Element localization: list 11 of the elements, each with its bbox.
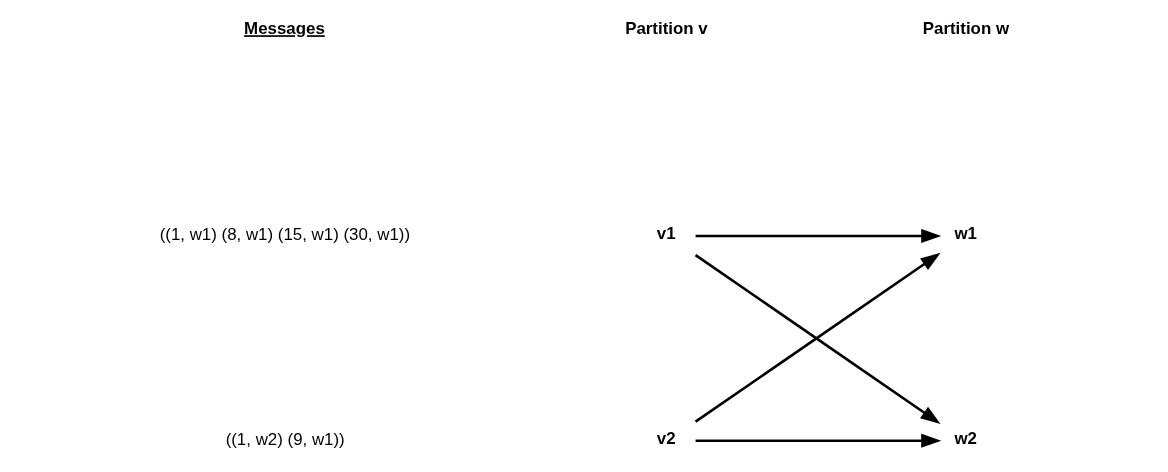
label: Partition v [624,19,708,39]
label: ((1, w1) (8, w1) (15, w1) (30, w1)) [159,225,410,245]
node-text: v1 [656,223,676,243]
node-text: w1 [953,223,977,243]
arrow [695,433,941,448]
label: ((1, w2) (9, w1)) [225,429,345,449]
label: Messages [243,19,325,39]
arrow [695,228,941,244]
label: Partition w [922,19,1009,39]
node-text: w2 [953,428,977,448]
node-text: v2 [656,428,676,448]
